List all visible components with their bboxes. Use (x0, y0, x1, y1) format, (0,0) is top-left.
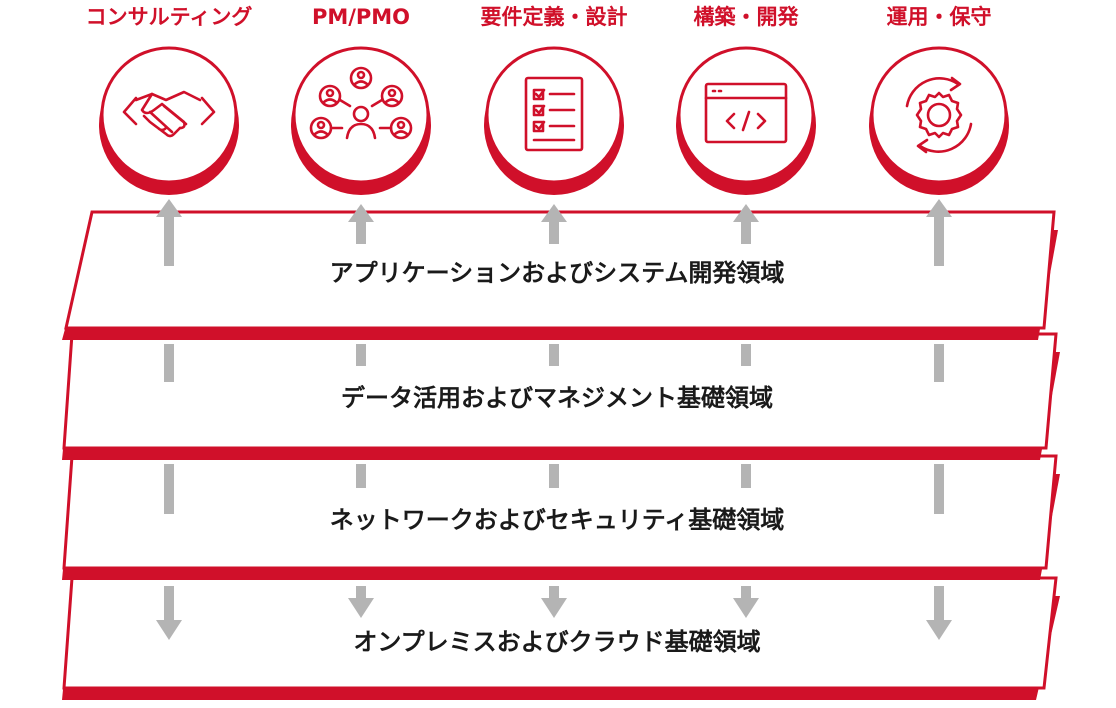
layer-label-1: アプリケーションおよびシステム開発領域 (330, 259, 785, 287)
arrow-column-4 (733, 204, 759, 618)
service-title-build-develop: 構築・開発 (694, 5, 800, 29)
service-operation-maintenance: 運用・保守 (869, 5, 1009, 195)
code-window-icon (704, 82, 788, 144)
service-title-requirements-design: 要件定義・設計 (481, 5, 628, 29)
service-build-develop: 構築・開発 (676, 5, 816, 195)
layer-label-3: ネットワークおよびセキュリティ基礎領域 (330, 506, 785, 534)
layer-panel-4 (62, 576, 1060, 700)
service-title-consulting: コンサルティング (86, 5, 253, 29)
arrow-column-1 (156, 199, 182, 640)
gear-cycle-icon (905, 76, 973, 154)
layer-panel-3 (62, 454, 1060, 580)
layer-panel-2 (62, 332, 1060, 460)
arrow-column-3 (541, 204, 567, 618)
checklist-icon (524, 76, 584, 152)
team-network-icon (309, 66, 413, 140)
layer-panel-1 (62, 210, 1058, 340)
layer-label-4: オンプレミスおよびクラウド基礎領域 (353, 628, 760, 656)
service-pm-pmo: PM/PMO (291, 5, 431, 195)
service-title-pm-pmo: PM/PMO (312, 5, 410, 29)
arrow-column-5 (926, 199, 952, 640)
service-requirements-design: 要件定義・設計 (481, 5, 628, 195)
service-consulting: コンサルティング (86, 5, 253, 195)
handshake-icon (122, 90, 216, 138)
service-title-operation-maintenance: 運用・保守 (887, 5, 992, 29)
arrow-column-2 (348, 204, 374, 618)
layer-label-2: データ活用およびマネジメント基礎領域 (341, 384, 773, 412)
